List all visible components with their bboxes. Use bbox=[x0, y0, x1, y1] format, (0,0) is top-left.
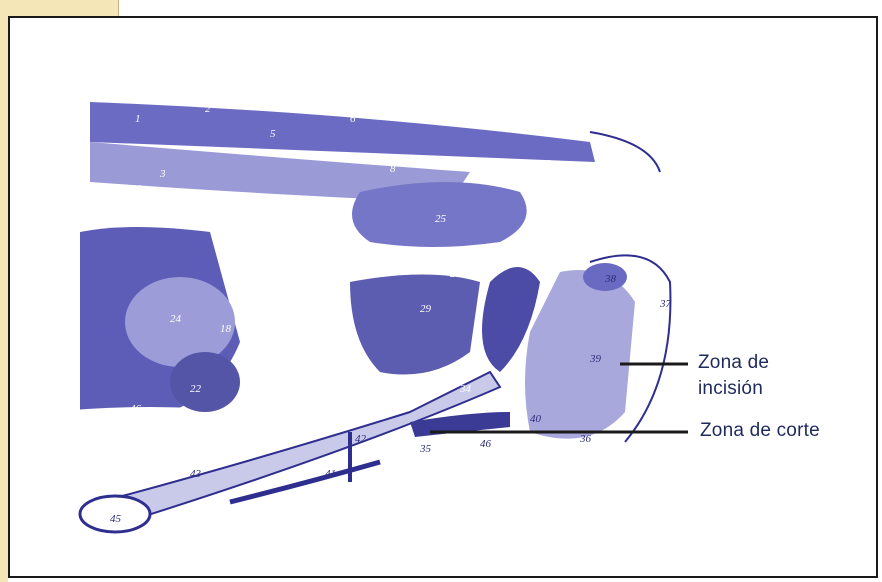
figure-frame: 1 2 5 6 8 10 3 15 44 25 27 28 29 26' 20 … bbox=[8, 16, 878, 578]
incision-label-line2: incisión bbox=[698, 378, 763, 400]
cut-label: Zona de corte bbox=[700, 420, 820, 442]
incision-label-line1: Zona de bbox=[698, 352, 769, 374]
top-left-tab bbox=[0, 0, 119, 17]
pointer-lines bbox=[10, 18, 876, 576]
left-strip bbox=[0, 16, 8, 582]
